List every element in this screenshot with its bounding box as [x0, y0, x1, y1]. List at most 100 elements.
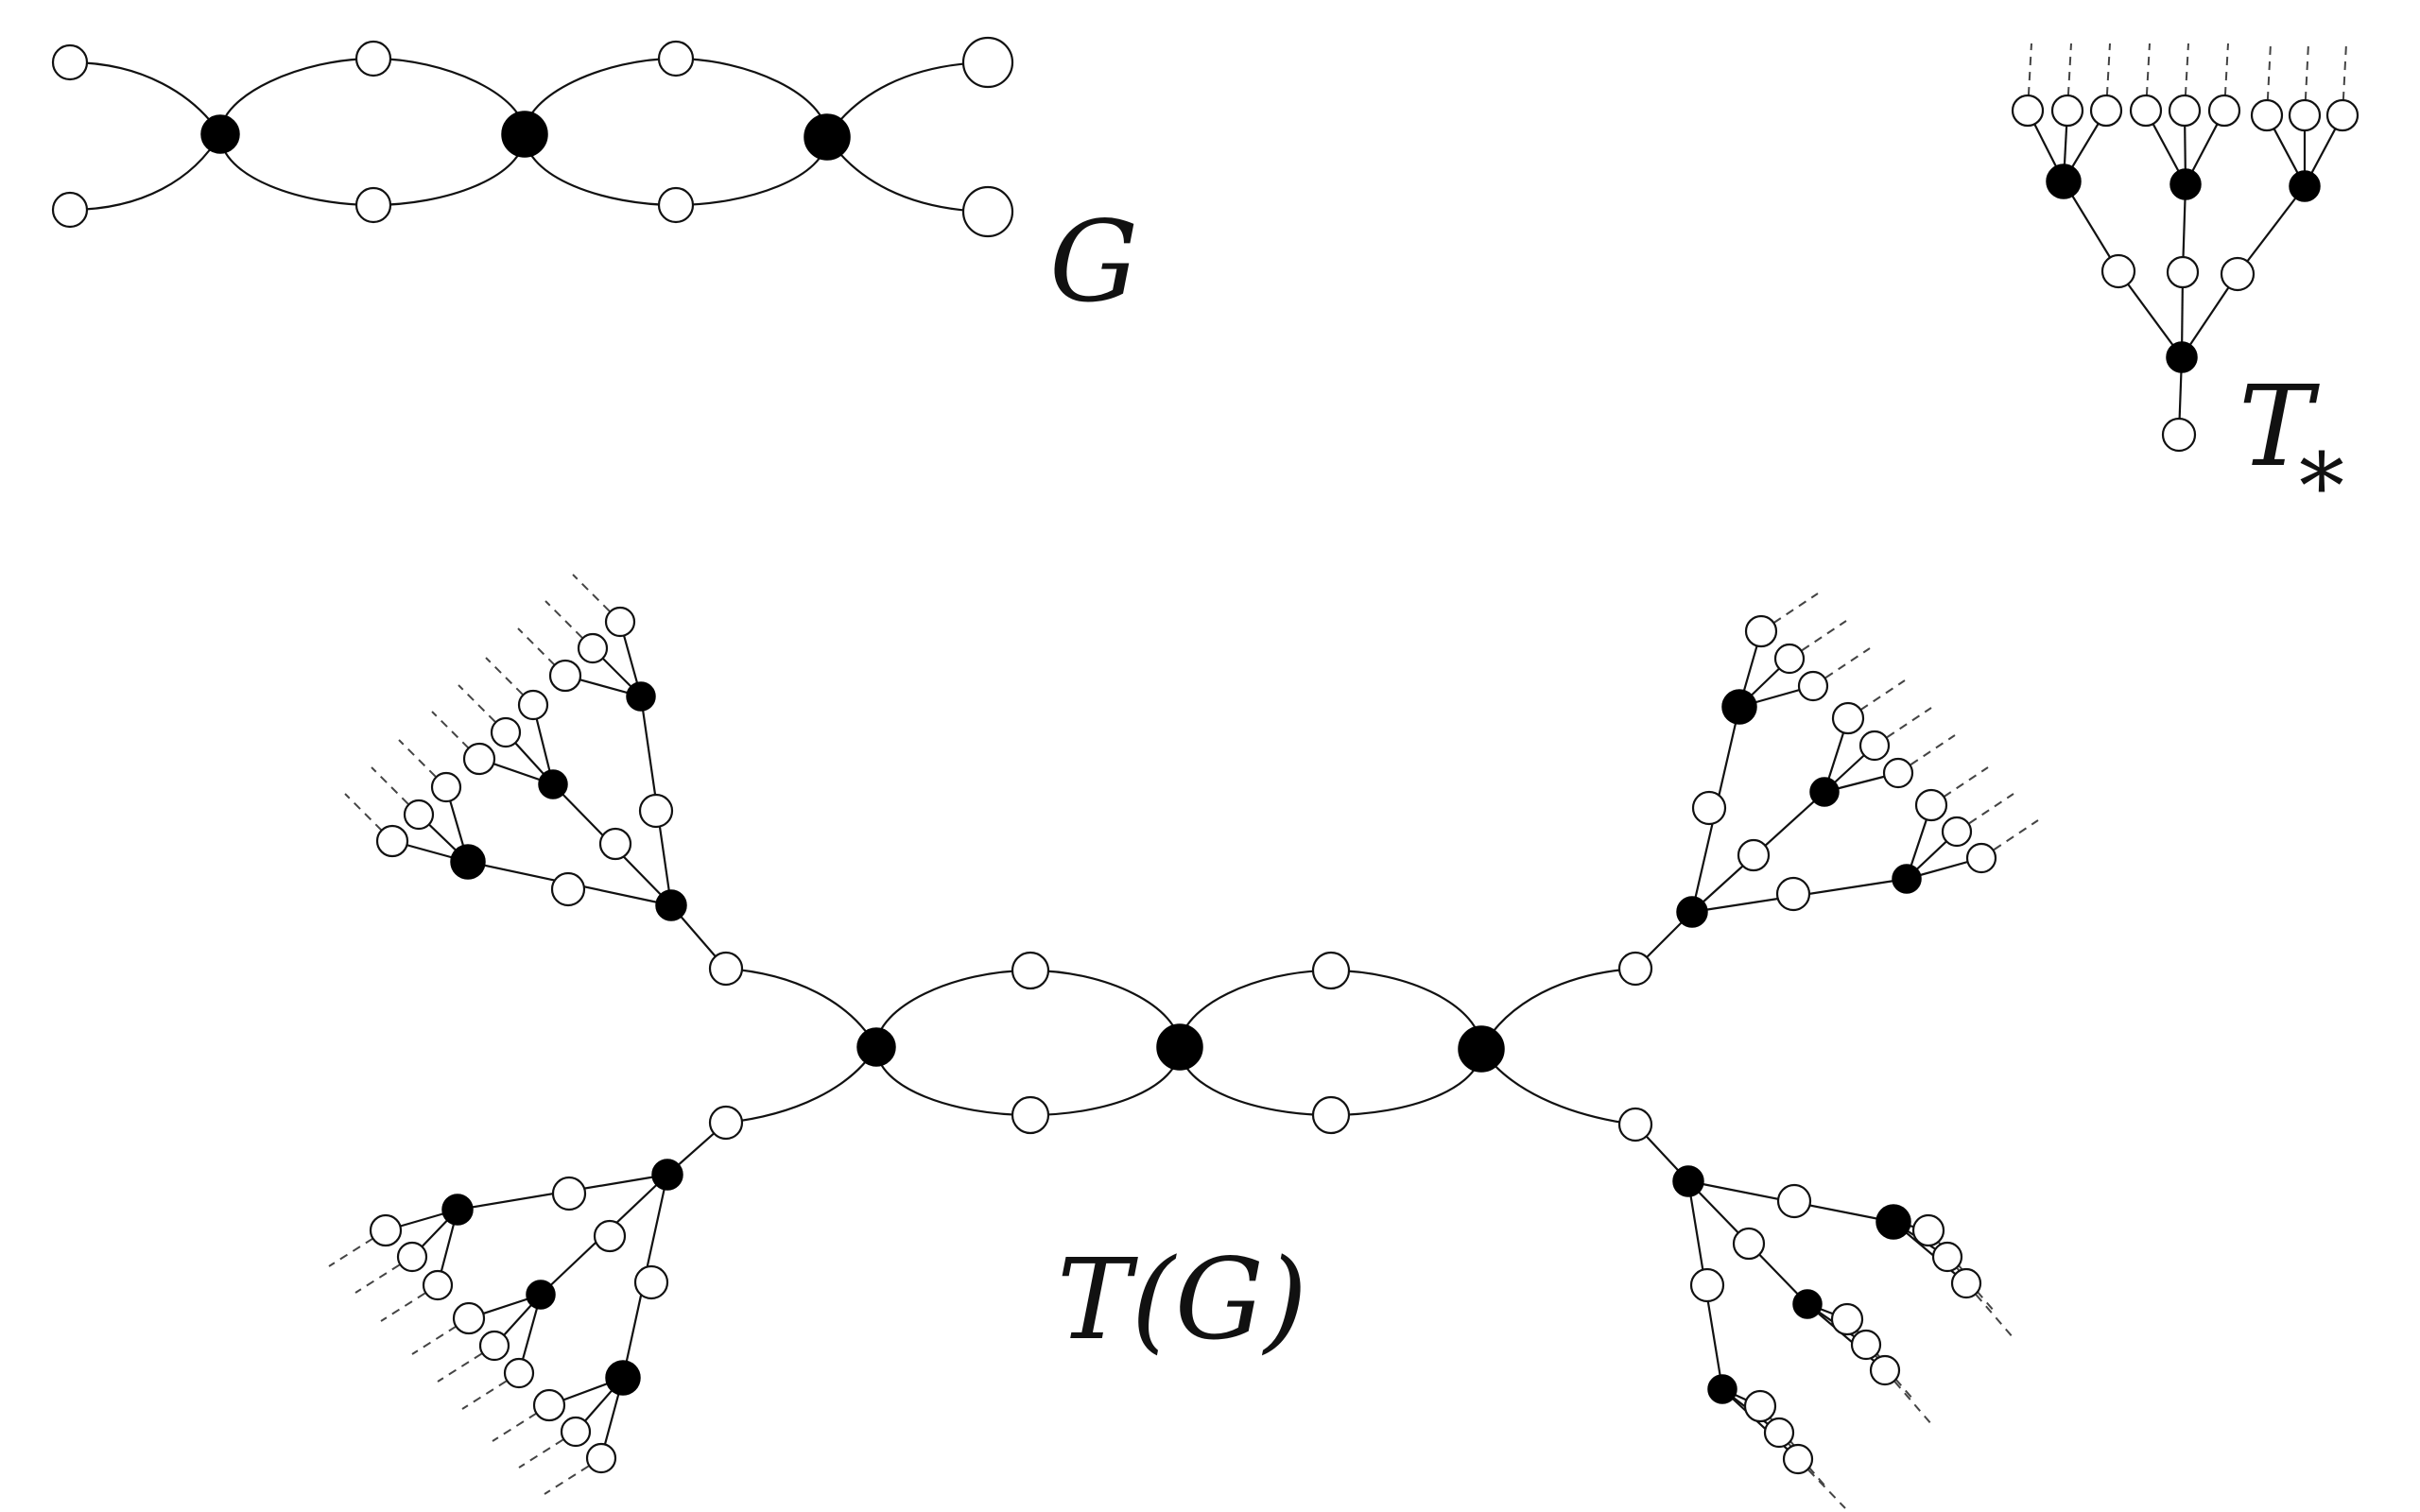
tree-t-star-subscript: * — [2299, 434, 2344, 540]
tg-dashed-edge — [1812, 647, 1871, 687]
tg-black-vertex — [1792, 1289, 1823, 1319]
t-star-white-vertex — [2168, 94, 2202, 128]
graph-g-label: G — [1049, 197, 1138, 327]
tg-white-vertex — [1950, 1267, 1982, 1299]
tg-black-vertex — [441, 1194, 474, 1226]
tg-dashed-edge — [572, 574, 621, 623]
tg-black-vertex — [1892, 864, 1922, 894]
tg-dashed-edge — [1965, 1282, 2014, 1339]
g-edge — [69, 133, 221, 212]
tg-black-vertex — [1721, 689, 1757, 725]
tg-dashed-edge — [517, 627, 566, 677]
tg-dashed-edge — [1760, 593, 1819, 632]
g-edge — [372, 57, 527, 135]
tg-dashed-edge — [411, 1317, 470, 1355]
tg-white-vertex — [1743, 1389, 1777, 1423]
tg-white-vertex — [1941, 816, 1973, 848]
g-edge — [523, 133, 677, 207]
tg-white-vertex — [1744, 614, 1778, 648]
tg-edge — [1178, 1046, 1332, 1117]
g-edge — [218, 57, 374, 135]
tg-dashed-edge — [1797, 1458, 1846, 1509]
t-star-white-vertex — [2207, 94, 2241, 128]
g-white-vertex — [51, 43, 89, 81]
tree-t-star-label: T — [2238, 361, 2320, 491]
tg-white-vertex — [532, 1388, 566, 1422]
tg-white-vertex — [593, 1219, 627, 1253]
tg-white-vertex — [1737, 838, 1771, 872]
tg-white-vertex — [585, 1442, 617, 1474]
t-star-dashed-edge — [2184, 43, 2189, 112]
tg-dashed-edge — [518, 1431, 577, 1469]
tg-white-vertex — [1911, 1213, 1945, 1247]
tg-white-vertex — [490, 716, 522, 748]
tg-white-vertex — [598, 827, 632, 861]
tg-dashed-edge — [485, 657, 534, 706]
t-star-edge — [2118, 270, 2183, 358]
tg-dashed-edge — [1847, 679, 1906, 719]
tg-edge — [1029, 969, 1182, 1048]
tg-white-vertex — [1776, 1183, 1812, 1219]
tg-dashed-edge — [544, 1457, 602, 1495]
tg-white-vertex — [422, 1269, 454, 1301]
tg-white-vertex — [708, 1105, 744, 1141]
t-star-dashed-edge — [2066, 43, 2072, 112]
tg-edge — [874, 969, 1031, 1048]
tg-white-vertex — [396, 1241, 428, 1273]
tg-dashed-edge — [398, 739, 447, 788]
tg-white-vertex — [1965, 842, 1997, 874]
tg-edge — [1330, 969, 1483, 1050]
tg-white-vertex — [1773, 643, 1806, 675]
tg-branch-lower-right — [1617, 1107, 2014, 1509]
t-star-white-vertex — [2250, 98, 2284, 132]
g-white-vertex — [354, 40, 392, 77]
g-edge — [675, 57, 829, 138]
tg-white-vertex — [369, 1213, 403, 1247]
tg-edge — [725, 967, 877, 1048]
tg-edge — [1178, 969, 1332, 1048]
tg-white-vertex — [1830, 1302, 1864, 1336]
tg-black-vertex — [655, 889, 687, 921]
tg-edge — [1721, 1388, 1799, 1460]
tree-t-of-g-label: T(G) — [1057, 1234, 1307, 1365]
tg-white-vertex — [1311, 1095, 1351, 1135]
g-white-vertex — [961, 36, 1014, 89]
tg-white-vertex — [1617, 951, 1653, 987]
g-white-vertex — [657, 40, 695, 77]
tg-dashed-edge — [1930, 766, 1989, 806]
t-star-dashed-edge — [2266, 43, 2272, 116]
t-star-white-vertex — [2089, 94, 2123, 128]
g-white-vertex — [354, 186, 392, 224]
t-star-dashed-edge — [2105, 43, 2111, 112]
t-star-white-vertex — [2100, 253, 2136, 289]
g-black-vertex — [804, 113, 851, 161]
tg-edge — [1029, 1046, 1182, 1117]
tg-white-vertex — [375, 824, 409, 858]
tg-black-vertex — [1809, 777, 1840, 807]
tg-white-vertex — [550, 871, 586, 907]
g-white-vertex — [657, 186, 695, 224]
tg-edge — [725, 1046, 877, 1125]
t-star-white-vertex — [2166, 255, 2200, 289]
tg-black-vertex — [526, 1280, 556, 1310]
tg-dashed-edge — [1956, 793, 2014, 833]
tg-white-vertex — [1763, 1417, 1795, 1449]
g-white-vertex — [961, 185, 1014, 238]
g-black-vertex — [200, 114, 240, 154]
tg-black-vertex — [538, 769, 568, 799]
g-black-vertex — [501, 111, 548, 158]
g-edge — [69, 60, 221, 135]
tg-white-vertex — [1858, 730, 1891, 762]
tg-white-vertex — [503, 1357, 535, 1389]
tree-t-star — [2011, 43, 2360, 453]
tg-white-vertex — [1011, 951, 1050, 990]
tg-dashed-edge — [328, 1229, 387, 1267]
tg-white-vertex — [1775, 876, 1811, 912]
tg-white-vertex — [604, 606, 636, 638]
g-edge — [826, 60, 989, 138]
t-star-white-vertex — [2050, 94, 2084, 128]
tg-edge — [1480, 967, 1636, 1050]
tg-white-vertex — [1882, 757, 1914, 789]
tg-white-vertex — [577, 632, 609, 664]
